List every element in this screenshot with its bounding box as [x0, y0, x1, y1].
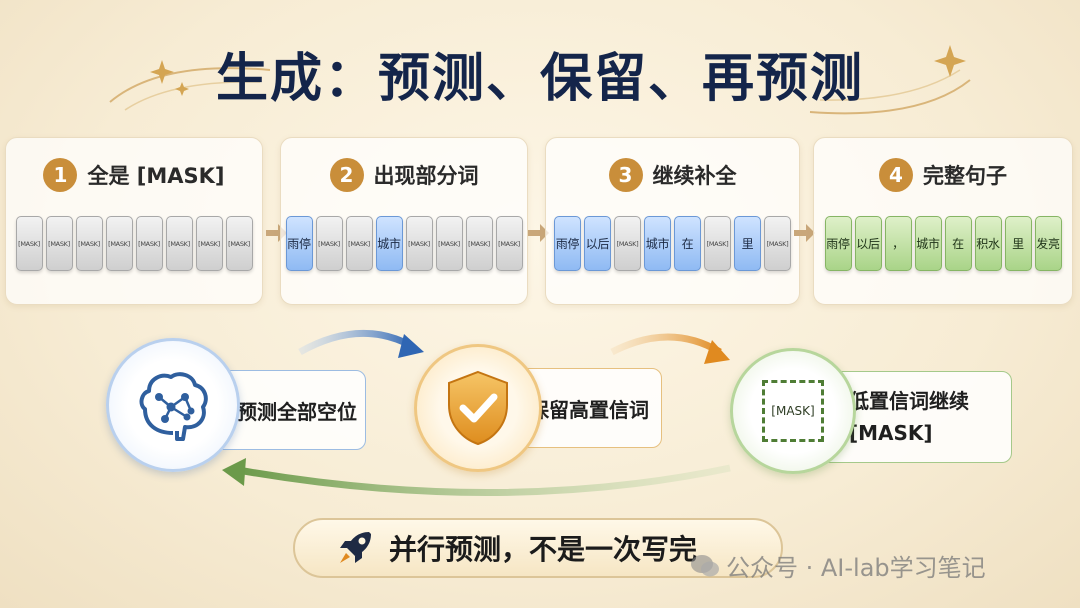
- token: [MASK]: [105, 216, 133, 271]
- token: 发亮: [1034, 216, 1062, 271]
- token: [MASK]: [135, 216, 163, 271]
- step-panel-2: 2 出现部分词 雨停 [MASK] [MASK] 城市 [MASK] [MASK…: [280, 137, 528, 305]
- rocket-icon: [340, 532, 371, 563]
- page-title: 生成：预测、保留、再预测: [215, 48, 864, 109]
- token-row: 雨停 [MASK] [MASK] 城市 [MASK] [MASK] [MASK]…: [281, 216, 527, 271]
- bottom-banner-label: 并行预测，不是一次写完: [389, 533, 698, 566]
- token-row: 雨停 以后 [MASK] 城市 在 [MASK] 里 [MASK]: [546, 216, 799, 271]
- token: [MASK]: [614, 216, 641, 271]
- arrow-right-icon: [794, 224, 815, 242]
- node-mask-circle: [MASK]: [730, 348, 856, 474]
- shield-check-icon: [448, 370, 508, 446]
- token: 雨停: [285, 216, 313, 271]
- node-mask-label-line1: 低置信词继续: [849, 389, 969, 413]
- token: 雨停: [824, 216, 852, 271]
- watermark: 公众号 · AI-lab学习笔记: [690, 548, 986, 583]
- token: 城市: [914, 216, 942, 271]
- token: [MASK]: [225, 216, 253, 271]
- token: [MASK]: [405, 216, 433, 271]
- token: 在: [674, 216, 701, 271]
- arrow-right-icon: [528, 224, 549, 242]
- step-number: 4: [879, 158, 913, 192]
- token: [MASK]: [465, 216, 493, 271]
- token: [MASK]: [15, 216, 43, 271]
- token: [MASK]: [45, 216, 73, 271]
- token: 城市: [644, 216, 671, 271]
- token: [MASK]: [165, 216, 193, 271]
- node-keep-label: 保留高置信词: [529, 397, 649, 422]
- step-panel-3: 3 继续补全 雨停 以后 [MASK] 城市 在 [MASK] 里 [MASK]: [545, 137, 800, 305]
- step-title: 全是 [MASK]: [87, 164, 225, 188]
- token-row: 雨停 以后 ， 城市 在 积水 里 发亮: [814, 216, 1072, 271]
- token: [MASK]: [435, 216, 463, 271]
- token: [MASK]: [75, 216, 103, 271]
- mask-box-icon: [MASK]: [762, 380, 824, 442]
- token: 里: [734, 216, 761, 271]
- token: [MASK]: [495, 216, 523, 271]
- token: [MASK]: [315, 216, 343, 271]
- sparkle-icon: [150, 45, 966, 96]
- watermark-text: 公众号 · AI-lab学习笔记: [726, 554, 986, 582]
- title-decoration: [109, 45, 971, 115]
- token: [MASK]: [704, 216, 731, 271]
- node-keep-circle: [414, 344, 542, 472]
- node-mask-label-line2: [MASK]: [849, 421, 933, 445]
- step-title: 出现部分词: [373, 164, 479, 188]
- token-row: [MASK] [MASK] [MASK] [MASK] [MASK] [MASK…: [6, 216, 262, 271]
- token: ，: [884, 216, 912, 271]
- node-predict-circle: [106, 338, 240, 472]
- step-number: 3: [608, 158, 643, 192]
- token: 积水: [974, 216, 1002, 271]
- step-number: 2: [329, 158, 364, 192]
- step-title: 继续补全: [652, 164, 737, 188]
- brain-icon: [139, 372, 208, 441]
- node-predict-label: 预测全部空位: [237, 399, 357, 424]
- token: 在: [944, 216, 972, 271]
- token: 城市: [375, 216, 403, 271]
- step-panel-1: 1 全是 [MASK] [MASK] [MASK] [MASK] [MASK] …: [5, 137, 263, 305]
- wechat-icon: [691, 554, 719, 576]
- arrow-predict-to-keep: [298, 329, 414, 356]
- token: 里: [1004, 216, 1032, 271]
- mask-box-label: [MASK]: [771, 404, 815, 418]
- step-title: 完整句子: [923, 164, 1007, 188]
- token: 以后: [584, 216, 611, 271]
- token: 以后: [854, 216, 882, 271]
- token: [MASK]: [195, 216, 223, 271]
- arrow-keep-to-mask: [610, 333, 722, 356]
- token: [MASK]: [764, 216, 791, 271]
- step-panel-4: 4 完整句子 雨停 以后 ， 城市 在 积水 里 发亮: [813, 137, 1073, 305]
- token: [MASK]: [345, 216, 373, 271]
- token: 雨停: [554, 216, 581, 271]
- step-number: 1: [43, 158, 78, 192]
